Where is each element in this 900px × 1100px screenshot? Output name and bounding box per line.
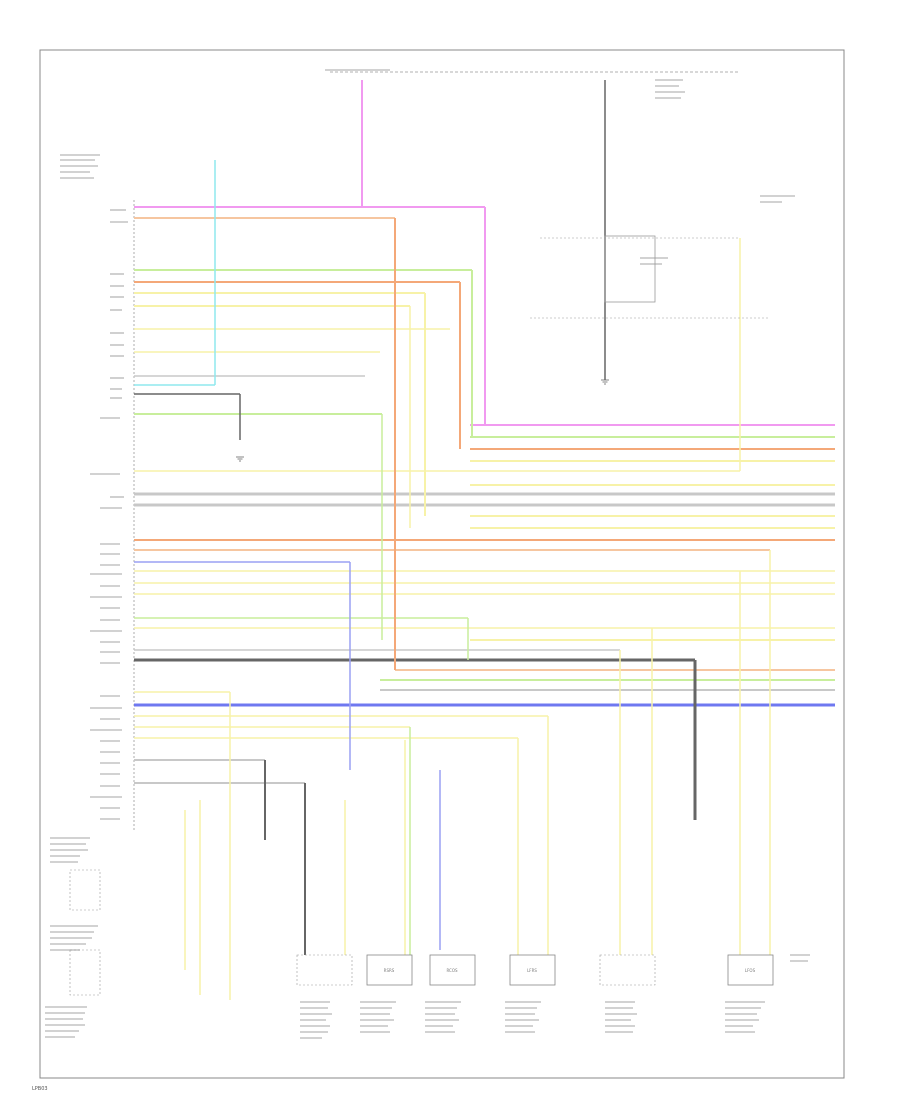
junction-block: [604, 235, 656, 303]
diagram-footer-id: LPB03: [32, 1086, 48, 1092]
sensor-module: [509, 954, 556, 986]
ground-symbol: [601, 379, 609, 385]
sensor-module-label: LFOS: [745, 968, 756, 973]
ground-symbol: [236, 456, 244, 462]
wire-group: [134, 206, 835, 784]
seatbelt-buckle-switch: [69, 869, 101, 911]
sensor-module-label: RSRS: [384, 968, 395, 973]
diagram-frame: [39, 49, 845, 1079]
vertical-feeds: [184, 80, 771, 1000]
sensor-module: [429, 954, 476, 986]
bottom-sensors: RSRS RCOS LFRS LFOS: [296, 954, 774, 986]
sensor-module-label: RCOS: [446, 968, 458, 973]
sensor-module-label: LFRS: [527, 968, 537, 973]
sensor-module: [727, 954, 774, 986]
sensor-module: [366, 954, 413, 986]
passenger-weight-sensor: [69, 949, 101, 996]
sensor-module-outline: [599, 954, 656, 986]
sensor-module-outline: [296, 954, 353, 986]
label-marks: [45, 69, 810, 1039]
